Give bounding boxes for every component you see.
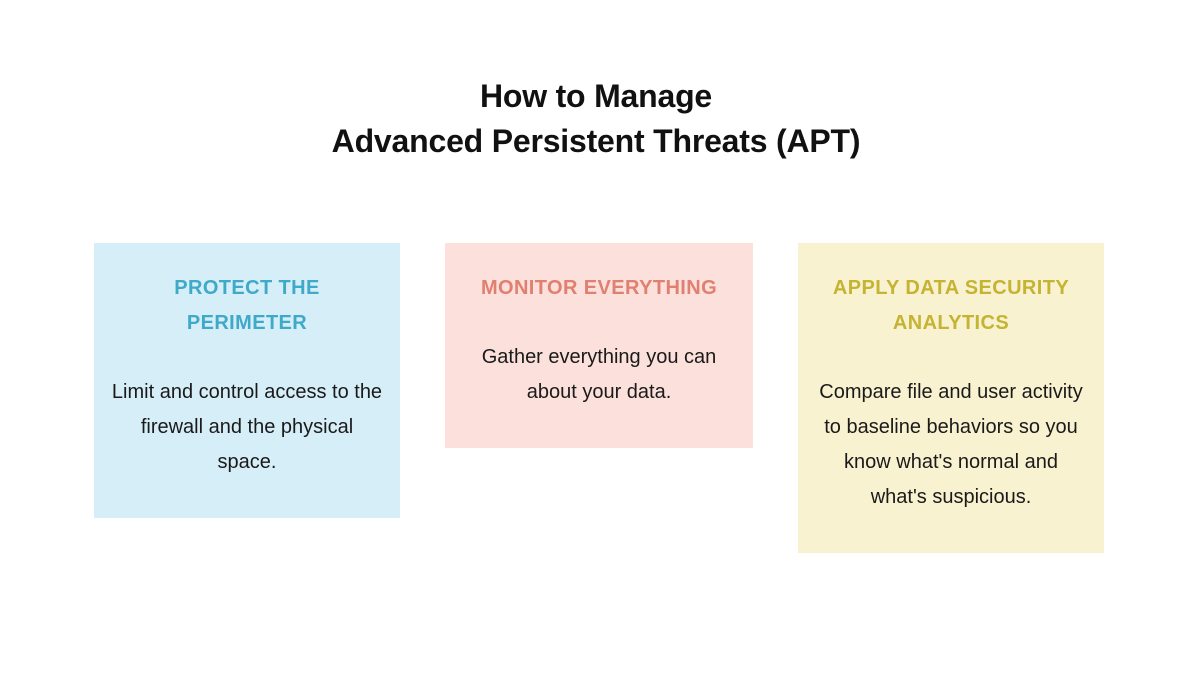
card-body-apply-data-security-analytics: Compare file and user activity to baseli… bbox=[819, 381, 1083, 508]
page-title-line-1: How to Manage bbox=[479, 78, 713, 114]
card-protect-the-perimeter: PROTECT THE PERIMETER Limit and control … bbox=[94, 243, 400, 518]
cards-row: PROTECT THE PERIMETER Limit and control … bbox=[94, 243, 1104, 553]
card-monitor-everything: MONITOR EVERYTHING Gather everything you… bbox=[445, 243, 753, 448]
card-body-protect-the-perimeter: Limit and control access to the firewall… bbox=[111, 381, 383, 473]
card-heading-protect-the-perimeter: PROTECT THE PERIMETER bbox=[174, 277, 320, 334]
page-title: How to Manage Advanced Persistent Threat… bbox=[0, 74, 1192, 164]
card-heading-monitor-everything: MONITOR EVERYTHING bbox=[480, 277, 718, 299]
page-title-line-2: Advanced Persistent Threats (APT) bbox=[331, 123, 861, 159]
card-body-monitor-everything: Gather everything you can about your dat… bbox=[481, 346, 717, 403]
card-apply-data-security-analytics: APPLY DATA SECURITY ANALYTICS Compare fi… bbox=[798, 243, 1104, 553]
card-heading-apply-data-security-analytics: APPLY DATA SECURITY ANALYTICS bbox=[832, 277, 1070, 334]
